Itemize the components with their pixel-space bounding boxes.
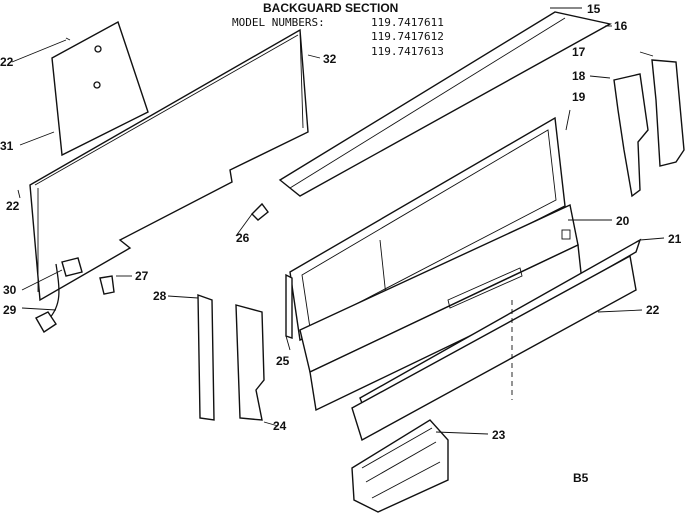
part-17-end-cap <box>651 59 685 167</box>
callout-32: 32 <box>323 52 337 66</box>
callout-15: 15 <box>587 2 601 16</box>
model-numbers-label: MODEL NUMBERS: <box>232 16 325 29</box>
callout-29: 29 <box>3 303 17 317</box>
part-26-clip <box>251 202 269 221</box>
callout-22-right: 22 <box>646 303 660 317</box>
part-18-end-cap <box>613 73 649 198</box>
part-31-panel <box>51 20 149 157</box>
callout-16: 16 <box>614 19 628 33</box>
callout-leaders <box>11 7 665 435</box>
callout-25: 25 <box>276 354 290 368</box>
callout-21: 21 <box>668 232 682 246</box>
model-number-1: 119.7417611 <box>371 16 444 29</box>
callout-22-left: 22 <box>6 199 20 213</box>
lower-cover-plate <box>351 254 637 442</box>
callout-20: 20 <box>616 214 630 228</box>
callout-30: 30 <box>3 283 17 297</box>
part-27-connector <box>99 275 115 295</box>
callout-27: 27 <box>135 269 149 283</box>
callout-31: 31 <box>0 139 14 153</box>
part-19-window-panel <box>289 116 566 342</box>
part-24-end-cap <box>235 304 265 421</box>
part-32-back-panel <box>29 28 309 302</box>
callout-17: 17 <box>572 45 586 59</box>
part-29-30-wire-harness <box>35 257 83 333</box>
page-code: B5 <box>573 471 589 485</box>
model-number-3: 119.7417613 <box>371 45 444 58</box>
callout-19: 19 <box>572 90 586 104</box>
callout-22-top: 22 <box>0 55 14 69</box>
callout-28: 28 <box>153 289 167 303</box>
diagram-title: BACKGUARD SECTION <box>263 1 398 15</box>
part-25-strip <box>285 273 293 339</box>
callout-23: 23 <box>492 428 506 442</box>
callout-24: 24 <box>273 419 287 433</box>
callout-26: 26 <box>236 231 250 245</box>
part-23-handle <box>351 419 449 513</box>
part-22-screw-top <box>65 37 71 41</box>
model-number-2: 119.7417612 <box>371 30 444 43</box>
part-28-side-bracket <box>197 294 215 421</box>
part-16-top-trim <box>278 11 612 197</box>
callout-18: 18 <box>572 69 586 83</box>
